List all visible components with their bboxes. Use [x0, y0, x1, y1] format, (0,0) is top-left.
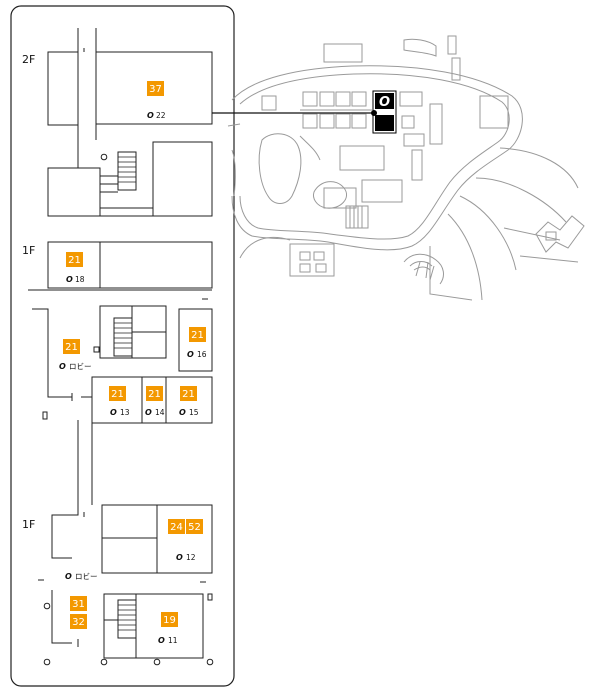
svg-text:14: 14: [155, 408, 165, 417]
svg-text:O: O: [187, 350, 194, 359]
room-marker: O 11: [158, 636, 178, 645]
svg-text:15: 15: [189, 408, 199, 417]
room-marker: O 22: [147, 111, 166, 120]
svg-text:19: 19: [163, 615, 176, 626]
room-marker: O 14: [145, 408, 165, 417]
svg-text:O: O: [147, 111, 154, 120]
svg-text:21: 21: [111, 389, 124, 400]
svg-text:21: 21: [65, 342, 78, 353]
room-badge: 21: [63, 339, 80, 354]
room-marker: O 18: [66, 275, 85, 284]
room-marker: O 13: [110, 408, 130, 417]
svg-text:21: 21: [68, 255, 81, 266]
svg-text:31: 31: [72, 599, 85, 610]
room-badge: 32: [70, 614, 87, 629]
location-dot: [371, 110, 377, 116]
floor-label-1f-lower: 1F: [22, 518, 35, 531]
svg-text:O: O: [59, 362, 66, 371]
svg-text:21: 21: [191, 330, 204, 341]
room-badge: 37: [147, 81, 164, 96]
room-badge: 24: [168, 519, 185, 534]
svg-text:16: 16: [197, 350, 207, 359]
svg-text:37: 37: [149, 84, 162, 95]
svg-text:24: 24: [170, 522, 183, 533]
room-badge: 21: [146, 386, 163, 401]
svg-text:32: 32: [72, 617, 85, 628]
floor-2f-plan: [47, 28, 213, 217]
svg-text:12: 12: [186, 553, 196, 562]
floor-panel-frame: [10, 5, 235, 687]
svg-text:O: O: [158, 636, 165, 645]
svg-text:21: 21: [148, 389, 161, 400]
room-badge: 52: [186, 519, 203, 534]
room-badge: 21: [189, 327, 206, 342]
svg-text:ロビー: ロビー: [75, 572, 98, 581]
floor-label-1f-upper: 1F: [22, 244, 35, 257]
room-marker: O ロビー: [65, 572, 98, 581]
floor-label-2f: 2F: [22, 53, 35, 66]
floor-1f-upper-plan: [28, 241, 213, 300]
highlighted-building: O: [372, 90, 397, 134]
svg-text:O: O: [110, 408, 117, 417]
room-badge: 21: [180, 386, 197, 401]
svg-text:O: O: [66, 275, 73, 284]
room-marker: O ロビー: [59, 362, 92, 371]
svg-text:52: 52: [188, 522, 201, 533]
room-badge: 19: [161, 612, 178, 627]
svg-text:ロビー: ロビー: [69, 362, 92, 371]
svg-text:18: 18: [75, 275, 85, 284]
room-marker: O 16: [187, 350, 207, 359]
svg-text:O: O: [145, 408, 152, 417]
svg-text:11: 11: [168, 636, 178, 645]
room-marker: O 15: [179, 408, 199, 417]
svg-text:22: 22: [156, 111, 166, 120]
room-badge: 21: [109, 386, 126, 401]
campus-map: [227, 35, 585, 301]
floor-1f-lower-plan: [38, 470, 213, 659]
svg-text:13: 13: [120, 408, 130, 417]
svg-text:O: O: [379, 95, 390, 110]
svg-text:21: 21: [182, 389, 195, 400]
floor-1f-middle-plan: [32, 305, 213, 505]
svg-text:O: O: [179, 408, 186, 417]
svg-text:O: O: [176, 553, 183, 562]
room-badge: 21: [66, 252, 83, 267]
room-badge: 31: [70, 596, 87, 611]
room-marker: O 12: [176, 553, 196, 562]
svg-text:O: O: [65, 572, 72, 581]
